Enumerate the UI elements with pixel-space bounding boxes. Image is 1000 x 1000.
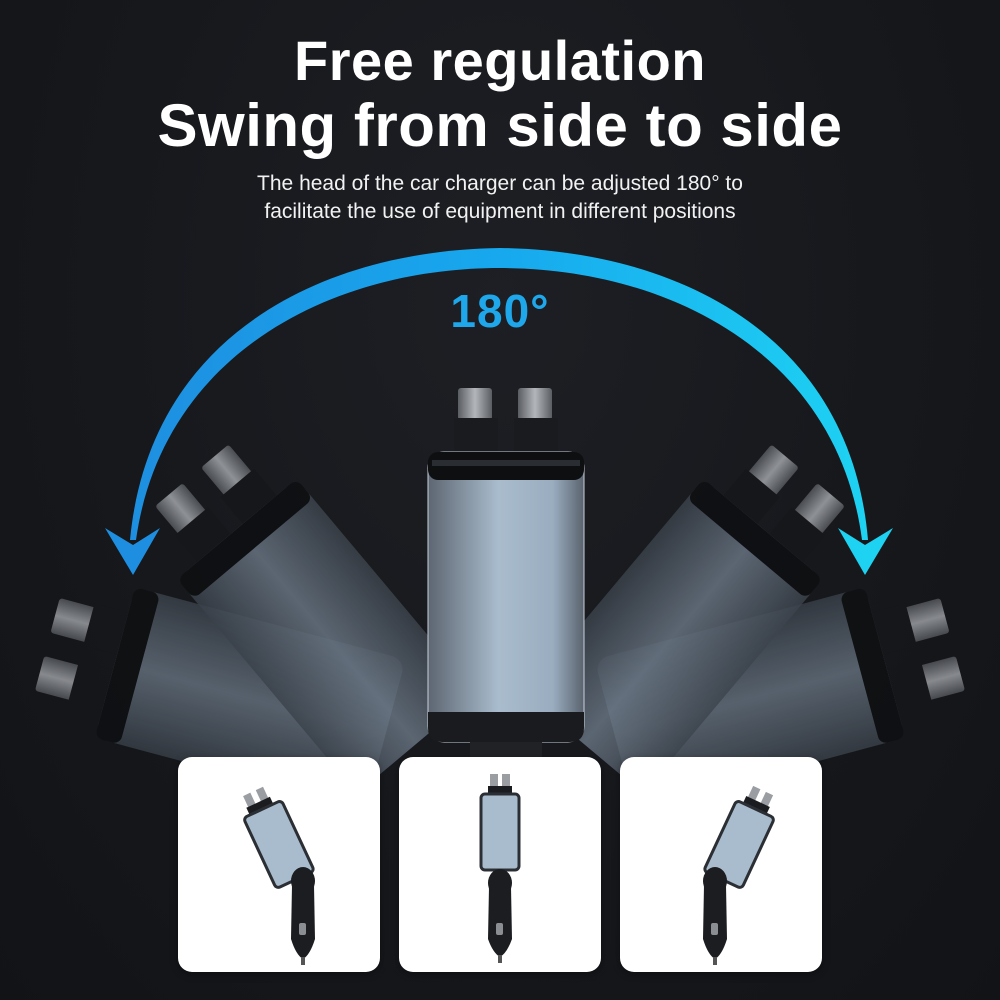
product-view-card-tilted-right xyxy=(620,757,822,972)
headline-line-2: Swing from side to side xyxy=(157,92,843,159)
product-view-card-tilted-left xyxy=(178,757,380,972)
car-charger-tilted-right-icon xyxy=(703,785,775,965)
description-line-2: facilitate the use of equipment in diffe… xyxy=(264,200,736,223)
car-charger-tilted-left-icon xyxy=(243,786,315,965)
description-line-1: The head of the car charger can be adjus… xyxy=(257,172,743,195)
angle-label: 180° xyxy=(450,285,550,337)
right-arrowhead-icon xyxy=(838,528,893,575)
product-view-card-upright xyxy=(399,757,601,972)
headline-line-1: Free regulation xyxy=(293,29,707,92)
car-charger-upright-icon xyxy=(479,774,521,963)
upright-charger-icon xyxy=(427,388,585,758)
left-arrowhead-icon xyxy=(105,528,160,575)
